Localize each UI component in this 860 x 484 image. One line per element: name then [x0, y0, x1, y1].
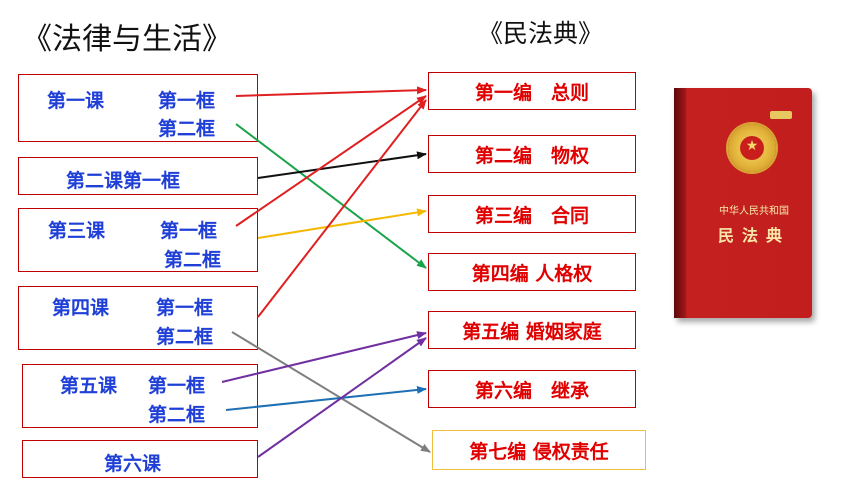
lesson-3-frame-1: 第一框: [160, 220, 218, 242]
part-4-box: 第四编 人格权: [428, 253, 636, 291]
lesson-6-box: [22, 440, 258, 478]
lesson-3-frame-2: 第二框: [164, 249, 222, 271]
lesson-1-frame-2: 第二框: [158, 118, 216, 140]
link-l3f2-p3: [257, 208, 427, 239]
part-2-box: 第二编 物权: [428, 135, 636, 173]
part-5-box: 第五编 婚姻家庭: [428, 311, 636, 349]
lesson-4-box: [18, 286, 258, 350]
book-badge: [770, 111, 792, 119]
left-title: 《法律与生活》: [22, 22, 232, 57]
lesson-2-label: 第二课第一框: [66, 170, 181, 192]
lesson-5-frame-2: 第二框: [148, 404, 206, 426]
lesson-1-box: [18, 74, 258, 142]
book-spine: [674, 88, 686, 318]
link-l1f2-p4: [235, 123, 427, 269]
lesson-3-box: [18, 208, 258, 272]
lesson-4-frame-2: 第二框: [156, 326, 214, 348]
right-title: 《民法典》: [478, 19, 604, 48]
link-l6-p5: [257, 337, 427, 458]
book-title-line1: 中华人民共和国: [719, 206, 789, 217]
lesson-5-box: [22, 364, 258, 428]
link-l4f1-p1: [257, 99, 427, 318]
lesson-4-label: 第四课: [52, 297, 110, 319]
lesson-1-frame-1: 第一框: [158, 90, 216, 112]
lesson-2-box: [18, 157, 258, 195]
part-6-box: 第六编 继承: [428, 370, 636, 408]
link-l2-p2: [257, 151, 427, 179]
lesson-5-frame-1: 第一框: [148, 375, 206, 397]
lesson-5-label: 第五课: [60, 375, 118, 397]
part-7-box: 第七编 侵权责任: [432, 430, 646, 470]
book-title-line2: 民法典: [717, 226, 790, 245]
lesson-1-label: 第一课: [47, 90, 105, 112]
lesson-3-label: 第三课: [48, 220, 106, 242]
link-l1f1-p1: [235, 86, 427, 97]
link-l3f1-p1: [235, 95, 427, 227]
national-emblem-icon: ★: [728, 124, 776, 172]
link-l4f2-p7: [231, 331, 431, 453]
part-3-box: 第三编 合同: [428, 195, 636, 233]
lesson-4-frame-1: 第一框: [156, 297, 214, 319]
part-1-box: 第一编 总则: [428, 72, 636, 110]
lesson-6-label: 第六课: [104, 453, 162, 475]
civil-code-book-image: ★ 中华人民共和国 民法典: [674, 88, 812, 318]
